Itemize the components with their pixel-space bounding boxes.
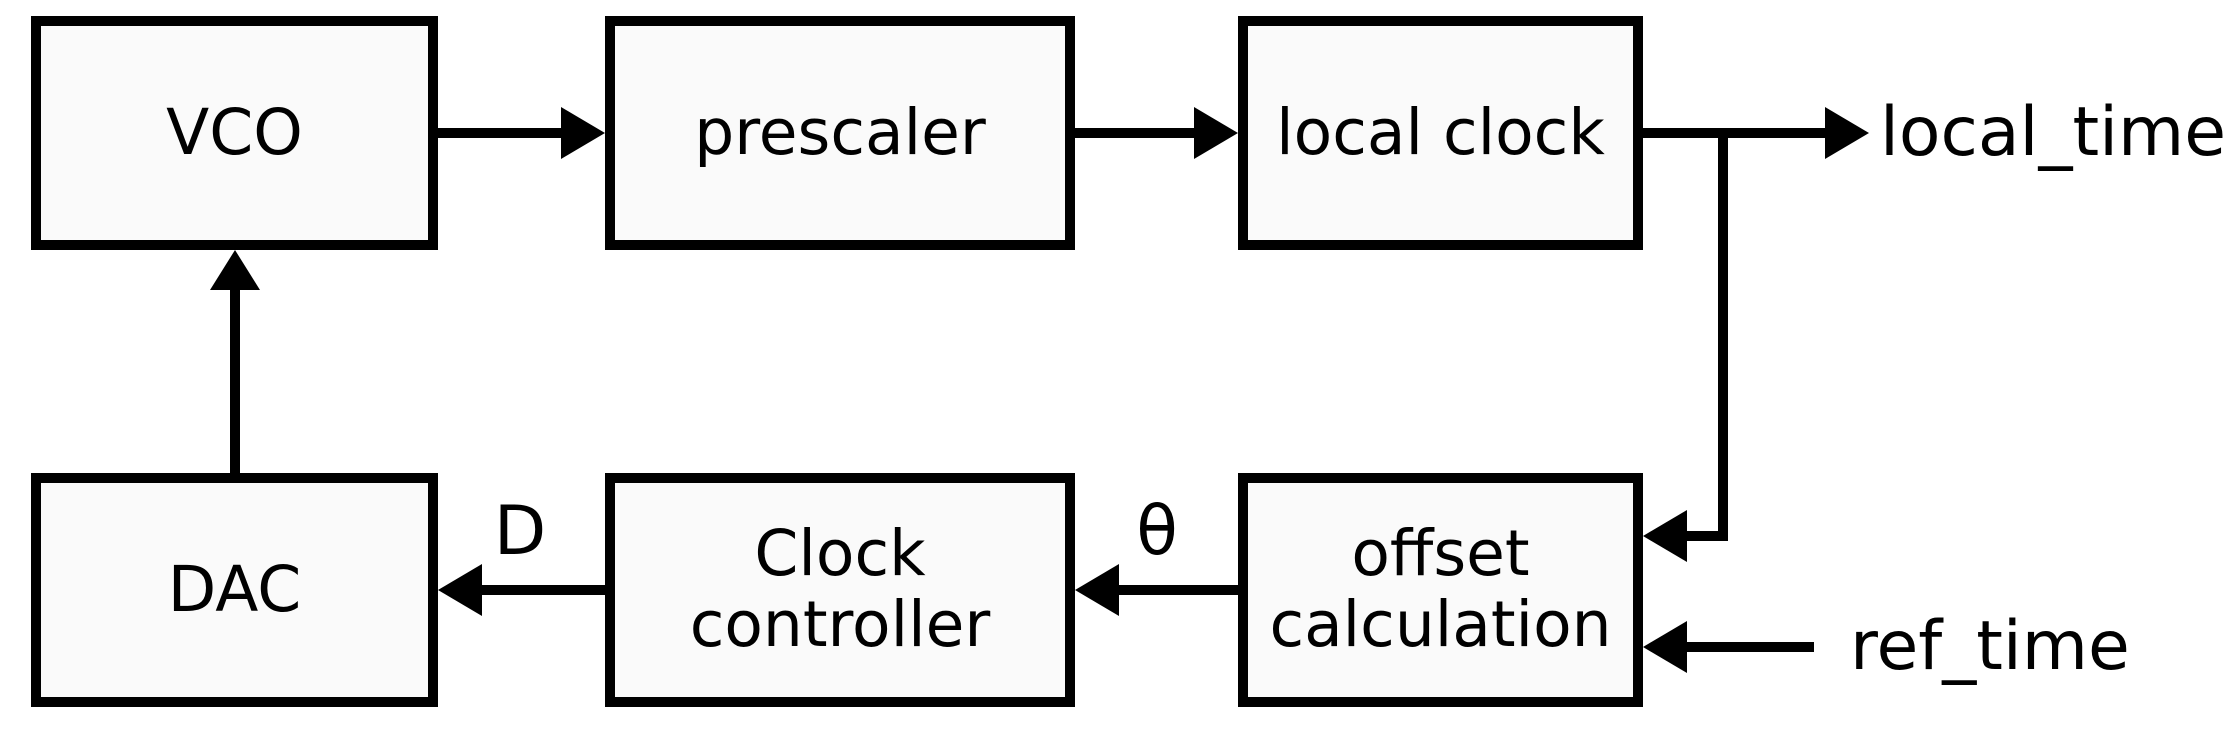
ref-time-input-label: ref_time — [1850, 607, 2130, 686]
block-local-clock: local clock — [1238, 16, 1643, 250]
edge-vco-to-prescaler — [438, 128, 563, 138]
vco-label: VCO — [166, 95, 303, 169]
edge-local-time-feedback-vertical — [1718, 128, 1728, 541]
offset-calculation-label-line2: calculation — [1269, 588, 1612, 661]
block-prescaler: prescaler — [605, 16, 1075, 250]
arrowhead-left-icon — [1643, 621, 1687, 673]
block-vco: VCO — [31, 16, 438, 250]
local-time-output-label: local_time — [1880, 93, 2223, 172]
block-clock-controller: Clock controller — [605, 473, 1075, 707]
edge-local-clock-to-local-time — [1643, 128, 1827, 138]
arrowhead-right-icon — [1194, 107, 1238, 159]
theta-signal-label: θ — [1136, 492, 1178, 571]
prescaler-label: prescaler — [694, 95, 986, 169]
edge-ref-time-to-offset-calculation — [1684, 642, 1814, 652]
arrowhead-up-icon — [210, 250, 260, 290]
dac-label: DAC — [167, 552, 302, 626]
edge-dac-to-vco — [230, 286, 240, 473]
clock-controller-label-line2: controller — [689, 588, 991, 661]
offset-calculation-label-line1: offset — [1351, 517, 1530, 591]
edge-offset-calculation-to-clock-controller — [1116, 585, 1238, 595]
edge-prescaler-to-local-clock — [1075, 128, 1196, 138]
edge-local-time-feedback-stub — [1684, 531, 1728, 541]
d-signal-label: D — [493, 492, 547, 571]
arrowhead-right-icon — [1825, 107, 1869, 159]
arrowhead-right-icon — [561, 107, 605, 159]
arrowhead-left-icon — [1075, 564, 1119, 616]
clock-controller-label-line1: Clock — [754, 517, 926, 591]
local-clock-label: local clock — [1276, 95, 1605, 169]
block-dac: DAC — [31, 473, 438, 707]
arrowhead-left-icon — [438, 564, 482, 616]
edge-clock-controller-to-dac — [479, 585, 605, 595]
block-offset-calculation: offset calculation — [1238, 473, 1643, 707]
arrowhead-left-icon — [1643, 510, 1687, 562]
